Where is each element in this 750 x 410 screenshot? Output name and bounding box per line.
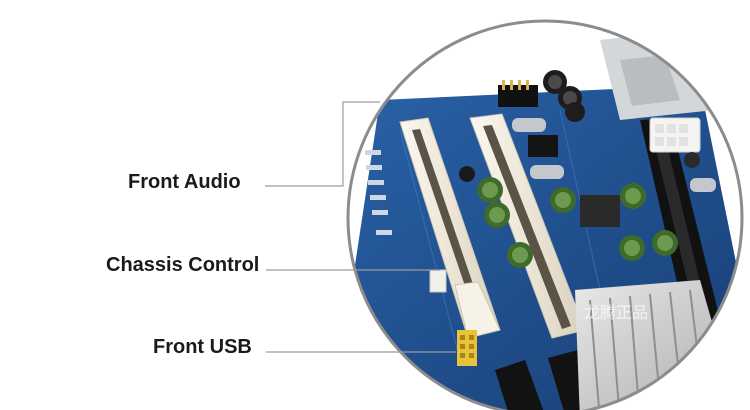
magnifier-ring [346, 19, 744, 410]
callout-label-front-audio: Front Audio [128, 171, 241, 193]
chip [580, 195, 620, 227]
crystal [512, 118, 546, 132]
chip [528, 135, 558, 157]
capacitors-green [477, 177, 678, 268]
pci-slot-1 [399, 117, 501, 339]
capacitors-top [543, 70, 585, 122]
callout-label-chassis-control: Chassis Control [106, 254, 260, 276]
callout-label-front-usb: Front USB [153, 336, 252, 358]
watermark-text: 龙腾正品 [584, 304, 648, 322]
leader-line-front-audio [265, 101, 380, 187]
front-audio-header [498, 80, 538, 107]
front-usb-header [457, 330, 477, 366]
